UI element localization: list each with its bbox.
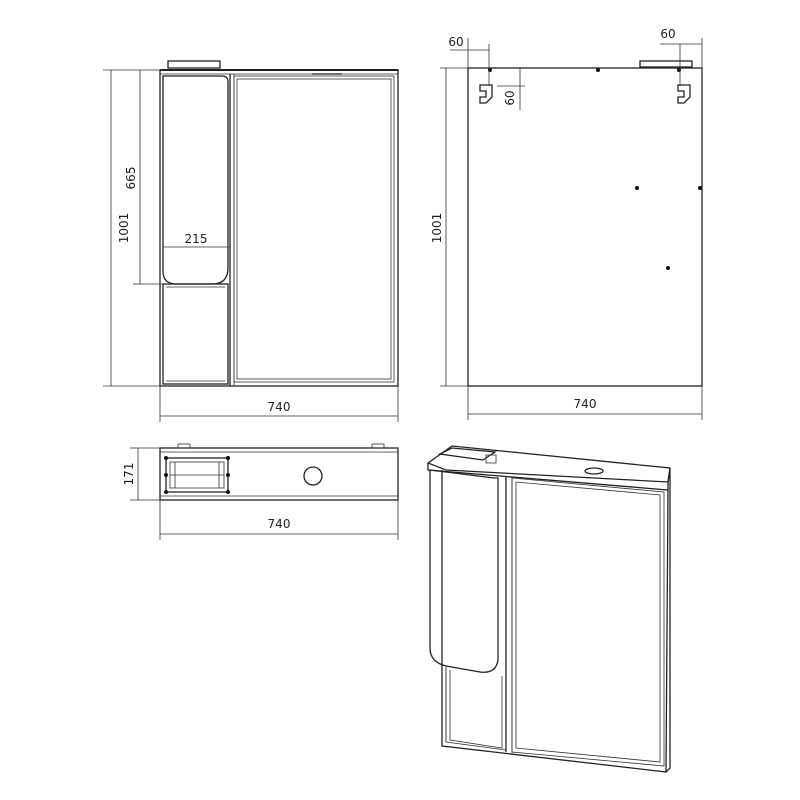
front-lamp-bar [167,60,221,69]
back-mount-point [635,186,639,190]
top-width-label: 740 [268,517,291,531]
perspective-top-slab [426,445,671,483]
perspective-mirror-door [511,477,665,767]
front-dimensions: 1001 665 215 740 [103,69,399,422]
back-mount-point [698,186,702,190]
back-panel [467,67,703,387]
top-outline [159,447,399,501]
back-mount-point [596,68,600,72]
top-depth-label: 171 [122,463,136,486]
front-view [159,60,399,387]
perspective-view [426,445,671,773]
back-width-label: 740 [574,397,597,411]
top-light-hole [303,466,323,486]
front-cabinet-door [162,75,229,285]
back-hook-drop-label: 60 [503,90,517,105]
front-outer-frame [159,69,399,387]
back-height-label: 1001 [430,213,444,244]
back-mount-point [666,266,670,270]
front-shelf-height-label: 665 [124,167,138,190]
front-open-shelf [162,283,229,385]
back-hook-offset-right-label: 60 [660,27,675,41]
front-mirror-door [233,75,395,383]
back-hook-offset-left-label: 60 [448,35,463,49]
top-dimensions: 171 740 [122,447,399,540]
front-width-label: 740 [268,400,291,414]
back-hook-left [479,84,493,104]
front-height-label: 1001 [117,213,131,244]
back-view [467,60,703,387]
top-view [159,443,399,501]
perspective-cabinet-door [429,469,499,673]
front-cabinet-width-label: 215 [185,232,208,246]
back-dimensions: 60 60 60 1001 740 [430,27,703,420]
perspective-body [441,470,669,773]
back-mount-point [677,68,681,72]
back-hook-right [677,84,691,104]
